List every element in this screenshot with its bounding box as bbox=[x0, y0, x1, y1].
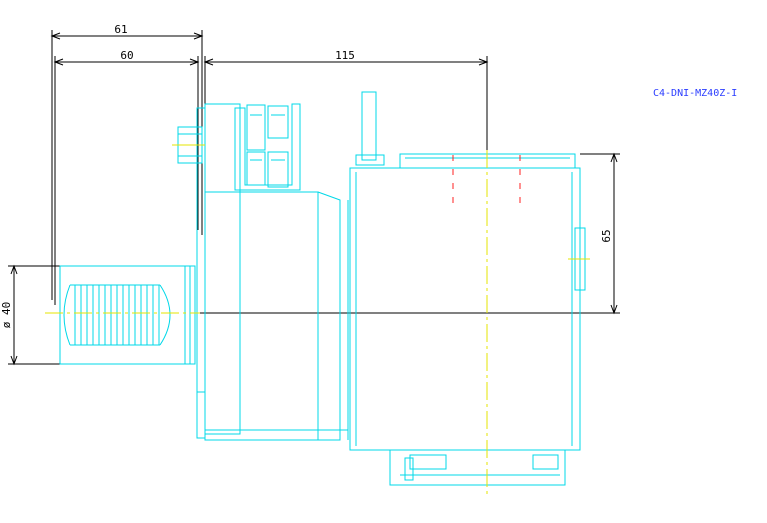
dim-diameter-40-label: ø 40 bbox=[0, 302, 13, 329]
dim-65-label: 65 bbox=[600, 229, 613, 242]
dim-61-label: 61 bbox=[114, 23, 127, 36]
right-housing bbox=[349, 91, 586, 451]
dim-60-label: 60 bbox=[120, 49, 133, 62]
bottom-base bbox=[389, 449, 566, 486]
dim-115-label: 115 bbox=[335, 49, 355, 62]
threaded-shank bbox=[59, 265, 196, 365]
clamp-bracket bbox=[234, 103, 301, 191]
centerlines bbox=[45, 144, 590, 495]
dimension-lines bbox=[8, 30, 620, 366]
hidden-lines bbox=[452, 155, 521, 208]
part-number-label: C4-DNI-MZ40Z-I bbox=[653, 88, 737, 99]
flange-plate bbox=[196, 103, 241, 439]
main-body bbox=[204, 191, 349, 441]
